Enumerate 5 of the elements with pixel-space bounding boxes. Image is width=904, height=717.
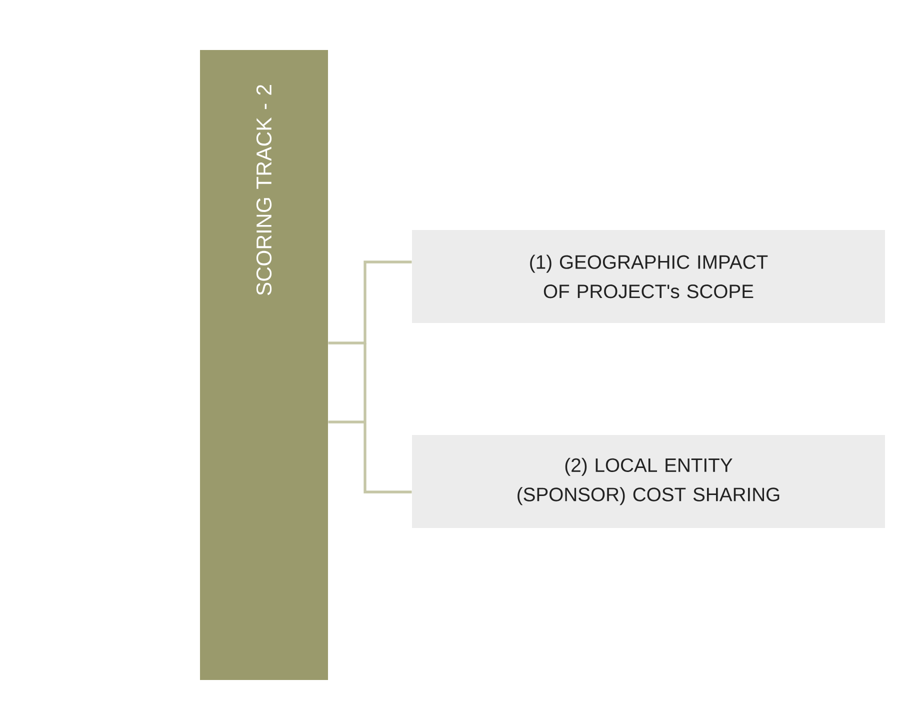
vertical-bar: SCORING TRACK - 2 [200,50,328,680]
connector-line [326,342,414,494]
item-box: (1) GEOGRAPHIC IMPACT OF PROJECT's SCOPE [412,230,885,323]
item-box: (2) LOCAL ENTITY (SPONSOR) COST SHARING [412,435,885,528]
connector-line [328,260,412,344]
